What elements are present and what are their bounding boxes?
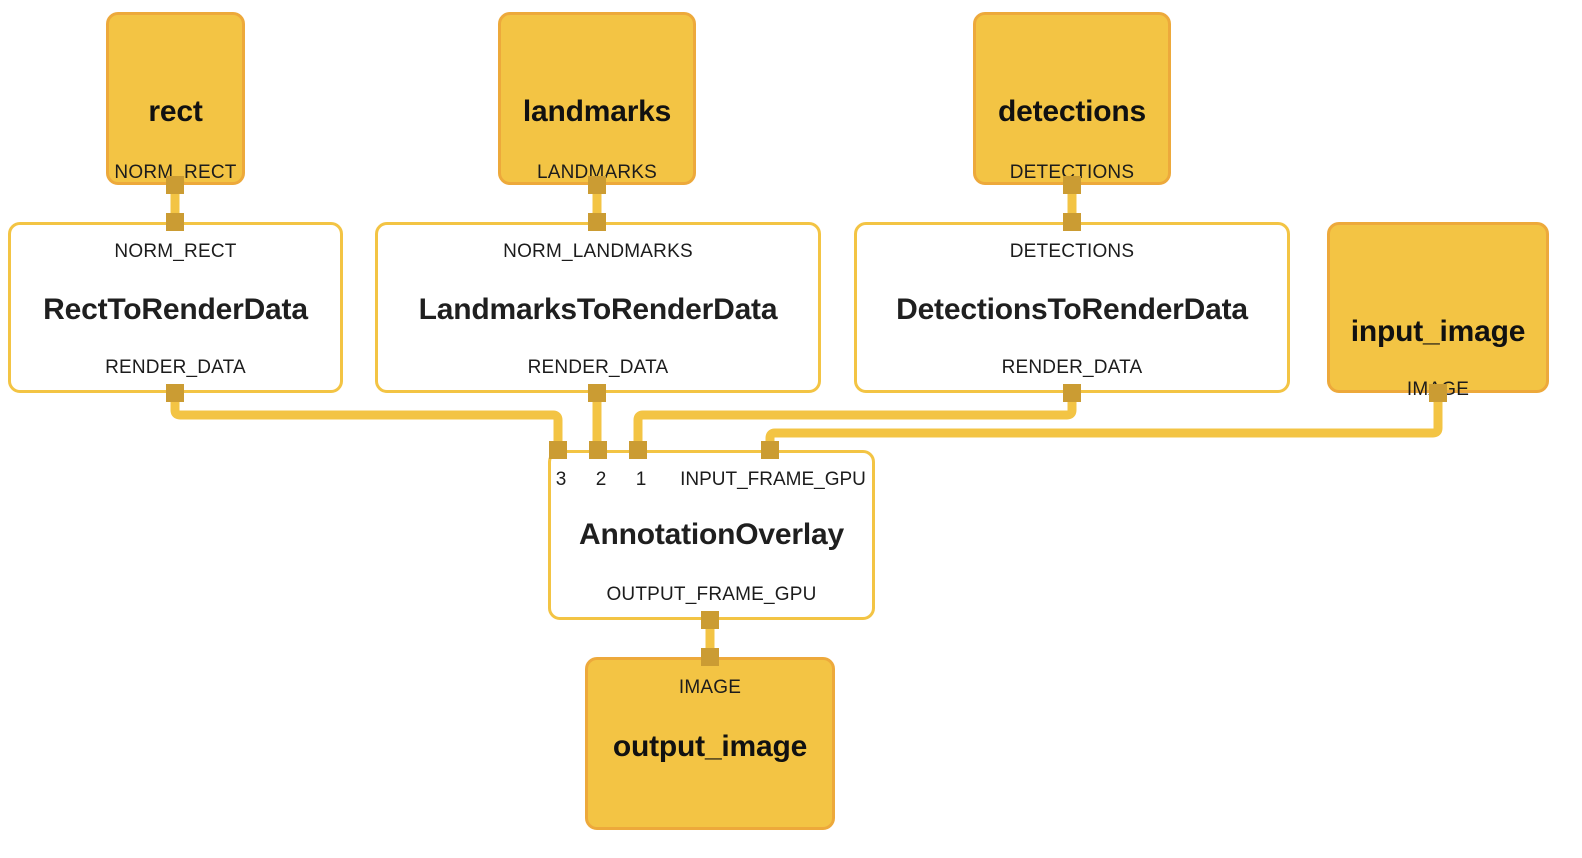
port-annotation-overlay-out-output-frame-gpu[interactable] [701,611,719,629]
node-annotation-overlay[interactable]: 3 2 1 INPUT_FRAME_GPU AnnotationOverlay … [548,450,875,620]
port-annotation-overlay-in-1[interactable] [629,441,647,459]
node-annotation-overlay-input-label-input-frame-gpu: INPUT_FRAME_GPU [680,468,866,490]
port-detections-out-detections[interactable] [1063,176,1081,194]
node-rect[interactable]: rect NORM_RECT [106,12,245,185]
node-detections-to-render-data-title: DetectionsToRenderData [896,293,1248,326]
node-rect-to-render-data-output-label: RENDER_DATA [105,357,246,378]
node-annotation-overlay-title: AnnotationOverlay [579,518,844,551]
node-detections-to-render-data-output-label: RENDER_DATA [1001,357,1143,378]
node-input-image-title: input_image [1350,315,1526,348]
port-rect-out-norm-rect[interactable] [166,176,184,194]
port-output-image-in-image[interactable] [701,648,719,666]
node-landmarks-to-render-data-title: LandmarksToRenderData [418,293,778,326]
port-landmarks-to-render-data-out-render-data[interactable] [588,384,606,402]
node-output-image-title: output_image [612,730,808,763]
node-detections-to-render-data-input-label: DETECTIONS [1009,241,1135,262]
port-landmarks-to-render-data-in-norm-landmarks[interactable] [588,213,606,231]
node-output-image[interactable]: IMAGE output_image [585,657,835,830]
node-annotation-overlay-input-label-3: 3 [555,468,567,490]
port-rect-to-render-data-out-render-data[interactable] [166,384,184,402]
port-input-image-out-image[interactable] [1429,384,1447,402]
node-rect-title: rect [148,95,203,128]
node-detections-title: detections [997,95,1147,128]
edge-recttorenderdata-to-overlay-3 [170,393,563,450]
port-detections-to-render-data-in-detections[interactable] [1063,213,1081,231]
node-landmarks-title: landmarks [522,95,672,128]
node-output-image-input-label: IMAGE [678,677,742,698]
port-annotation-overlay-in-input-frame-gpu[interactable] [761,441,779,459]
node-detections-to-render-data[interactable]: DETECTIONS DetectionsToRenderData RENDER… [854,222,1290,393]
node-annotation-overlay-output-label: OUTPUT_FRAME_GPU [606,584,817,605]
node-rect-output-label: NORM_RECT [114,162,237,183]
node-rect-to-render-data-input-label: NORM_RECT [114,241,237,262]
node-detections-output-label: DETECTIONS [1009,162,1135,183]
port-annotation-overlay-in-3[interactable] [549,441,567,459]
port-detections-to-render-data-out-render-data[interactable] [1063,384,1081,402]
port-rect-to-render-data-in-norm-rect[interactable] [166,213,184,231]
node-annotation-overlay-input-label-1: 1 [635,468,647,490]
node-landmarks-output-label: LANDMARKS [536,162,658,183]
node-rect-to-render-data-title: RectToRenderData [43,293,308,326]
port-annotation-overlay-in-2[interactable] [589,441,607,459]
edge-detectionstorenderdata-to-overlay-1 [633,393,1077,450]
port-landmarks-out-landmarks[interactable] [588,176,606,194]
node-annotation-overlay-input-label-2: 2 [595,468,607,490]
node-landmarks[interactable]: landmarks LANDMARKS [498,12,696,185]
node-landmarks-to-render-data-input-label: NORM_LANDMARKS [503,241,693,262]
node-landmarks-to-render-data-output-label: RENDER_DATA [527,357,669,378]
node-landmarks-to-render-data[interactable]: NORM_LANDMARKS LandmarksToRenderData REN… [375,222,821,393]
edge-inputimage-to-overlay-inputframegpu [765,393,1443,450]
node-rect-to-render-data[interactable]: NORM_RECT RectToRenderData RENDER_DATA [8,222,343,393]
node-input-image[interactable]: input_image IMAGE [1327,222,1549,399]
node-detections[interactable]: detections DETECTIONS [973,12,1171,185]
